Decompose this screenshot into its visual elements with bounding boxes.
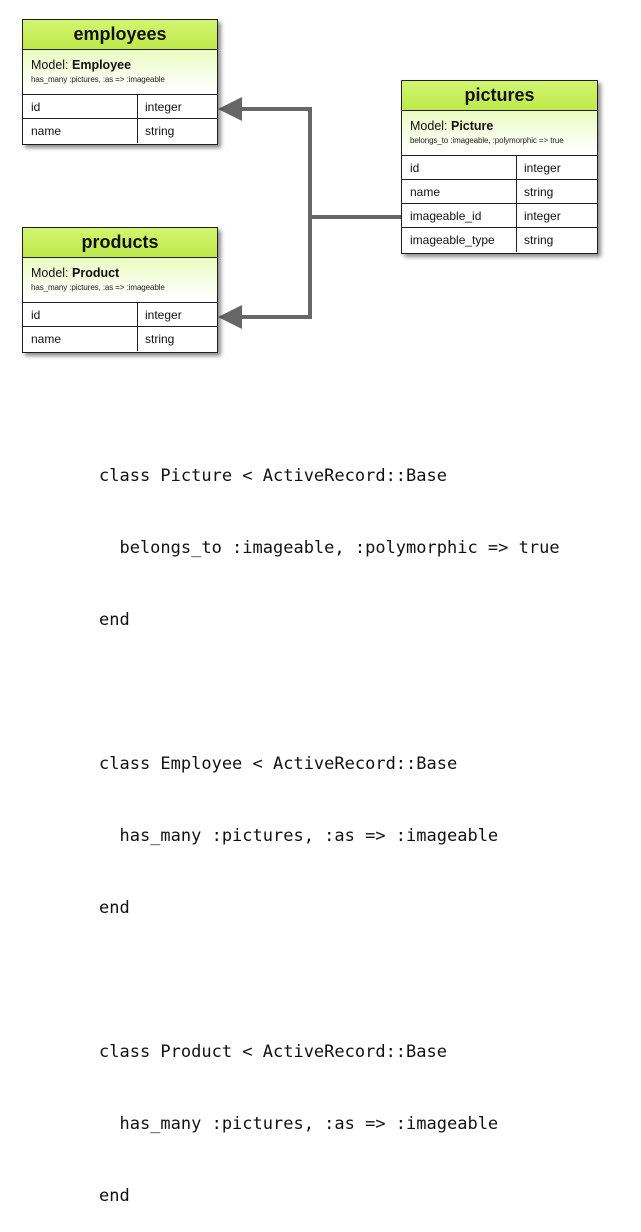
- field-name: name: [402, 180, 517, 203]
- table-row: name string: [402, 180, 597, 204]
- table-title: pictures: [402, 81, 597, 111]
- field-type: integer: [145, 307, 182, 322]
- table-row: name string: [23, 119, 217, 143]
- model-line: Model: Product: [31, 266, 217, 281]
- field-type: integer: [524, 208, 561, 223]
- field-type: integer: [145, 99, 182, 114]
- table-row: id integer: [23, 95, 217, 119]
- field-name: id: [23, 95, 138, 118]
- code-spacer: [99, 680, 560, 704]
- table-title: employees: [23, 20, 217, 50]
- field-type: string: [524, 184, 554, 199]
- association-text: has_many :pictures, :as => :imageable: [31, 283, 165, 292]
- model-label: Model:: [31, 266, 72, 280]
- code-line: has_many :pictures, :as => :imageable: [99, 1114, 499, 1134]
- table-row: id integer: [23, 303, 217, 327]
- field-type: string: [145, 124, 175, 138]
- table-row: imageable_id integer: [402, 204, 597, 228]
- table-row: name string: [23, 327, 217, 351]
- field-name: imageable_type: [402, 228, 517, 252]
- table-row: id integer: [402, 156, 597, 180]
- field-name: name: [23, 119, 138, 143]
- model-info: Model: Employee has_many :pictures, :as …: [23, 50, 217, 95]
- code-line: class Employee < ActiveRecord::Base: [99, 754, 458, 774]
- employees-table: employees Model: Employee has_many :pict…: [22, 19, 218, 145]
- model-info: Model: Picture belongs_to :imageable, :p…: [402, 111, 597, 156]
- code-line: class Picture < ActiveRecord::Base: [99, 466, 447, 486]
- association-text: belongs_to :imageable, :polymorphic => t…: [410, 136, 564, 145]
- field-type: string: [524, 233, 554, 247]
- code-line: class Product < ActiveRecord::Base: [99, 1042, 447, 1062]
- code-line: end: [99, 610, 130, 630]
- model-name: Product: [72, 266, 120, 280]
- code-line: has_many :pictures, :as => :imageable: [99, 826, 499, 846]
- pictures-table: pictures Model: Picture belongs_to :imag…: [401, 80, 598, 254]
- field-name: name: [23, 327, 138, 351]
- field-name: id: [23, 303, 138, 326]
- field-name: imageable_id: [402, 204, 517, 227]
- code-line: belongs_to :imageable, :polymorphic => t…: [99, 538, 560, 558]
- code-line: end: [99, 898, 130, 918]
- association-text: has_many :pictures, :as => :imageable: [31, 75, 165, 84]
- products-table: products Model: Product has_many :pictur…: [22, 227, 218, 353]
- model-line: Model: Employee: [31, 58, 217, 73]
- field-type: string: [145, 332, 175, 346]
- code-line: end: [99, 1186, 130, 1206]
- code-spacer: [99, 968, 560, 992]
- table-title: products: [23, 228, 217, 258]
- model-label: Model:: [31, 58, 72, 72]
- code-listing: class Picture < ActiveRecord::Base belon…: [99, 416, 560, 1232]
- model-info: Model: Product has_many :pictures, :as =…: [23, 258, 217, 303]
- model-label: Model:: [410, 119, 451, 133]
- relationship-connectors: [218, 97, 401, 329]
- model-name: Picture: [451, 119, 494, 133]
- table-row: imageable_type string: [402, 228, 597, 252]
- field-name: id: [402, 156, 517, 179]
- model-line: Model: Picture: [410, 119, 597, 134]
- field-type: integer: [524, 160, 561, 175]
- model-name: Employee: [72, 58, 132, 72]
